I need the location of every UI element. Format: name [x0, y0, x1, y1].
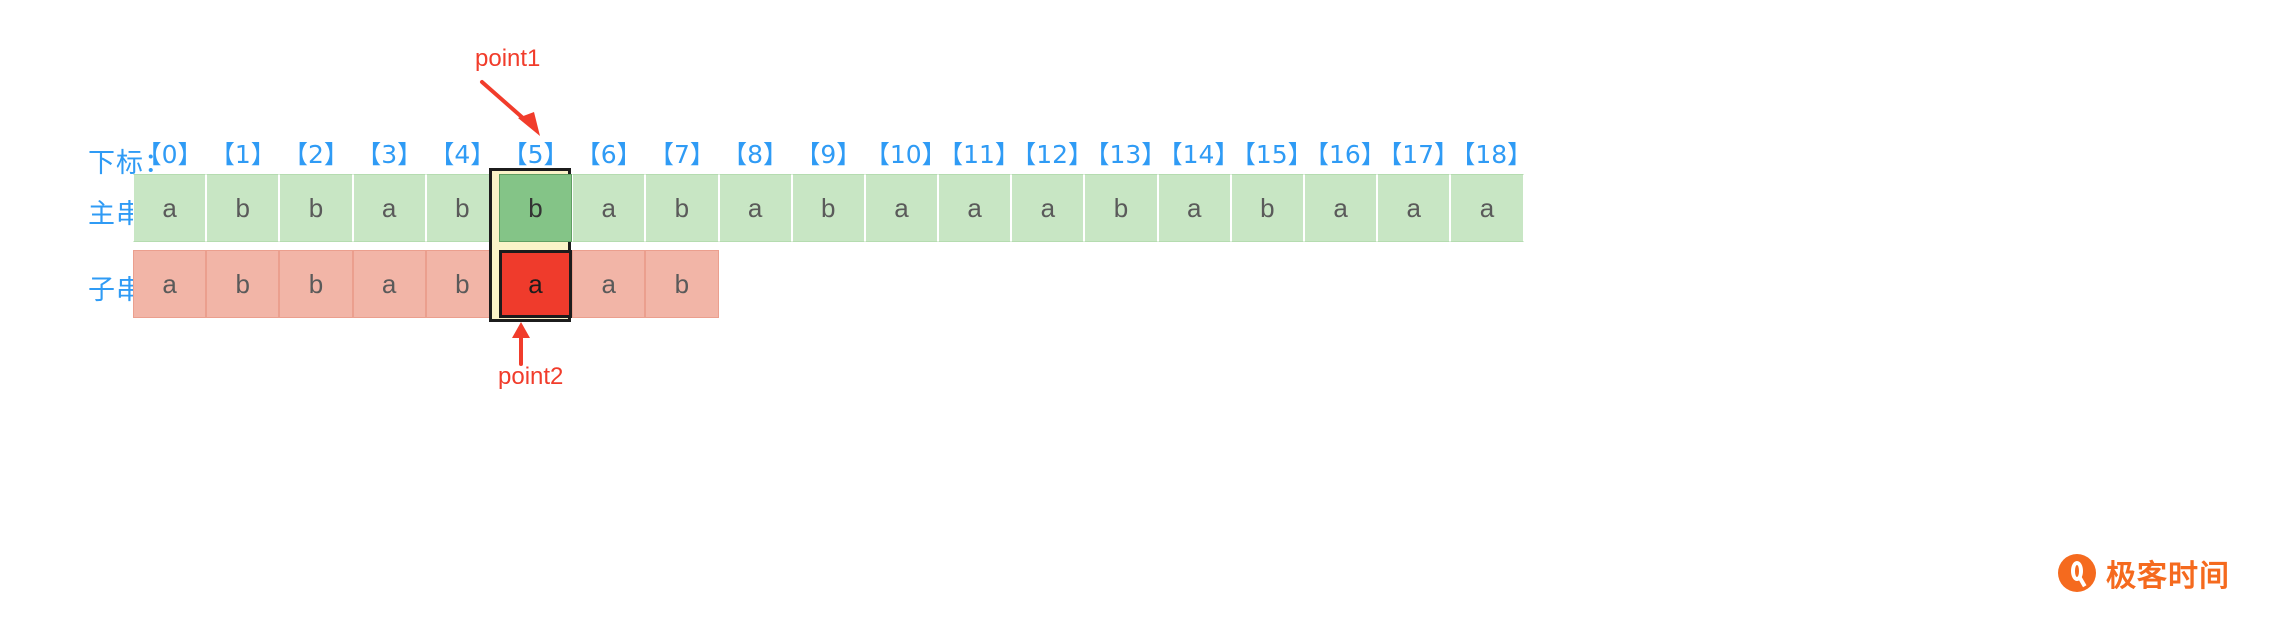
index-label-4: 【4】 [429, 140, 496, 169]
sub-cell-4[interactable]: b [425, 250, 499, 318]
main-cell-14[interactable]: a [1157, 174, 1231, 242]
watermark-text: 极客时间 [2106, 559, 2230, 594]
point2-label: point2 [498, 363, 564, 390]
main-cell-9[interactable]: b [791, 174, 865, 242]
index-label-2: 【2】 [283, 140, 349, 169]
watermark: 极客时间 [2058, 551, 2230, 595]
index-label-14: 【14】 [1157, 140, 1240, 169]
main-cell-11[interactable]: a [938, 174, 1012, 242]
main-cell-6[interactable]: a [572, 174, 646, 242]
index-row-label: 下标： [88, 148, 172, 179]
main-cell-2[interactable]: b [279, 174, 353, 242]
index-label-13: 【13】 [1084, 140, 1167, 169]
sub-cell-5[interactable]: a [498, 250, 573, 318]
main-cell-10[interactable]: a [864, 174, 939, 242]
index-label-11: 【11】 [938, 140, 1020, 169]
sub-cell-1[interactable]: b [206, 250, 280, 318]
main-cell-3[interactable]: a [352, 174, 426, 242]
index-label-7: 【7】 [648, 140, 715, 169]
point1-label: point1 [475, 45, 541, 72]
main-cell-4[interactable]: b [425, 174, 499, 242]
index-label-16: 【16】 [1304, 140, 1386, 169]
sub-cell-6[interactable]: a [572, 250, 646, 318]
index-label-1: 【1】 [209, 140, 276, 169]
index-label-3: 【3】 [356, 140, 423, 169]
main-cell-18[interactable]: a [1450, 174, 1524, 242]
main-cell-15[interactable]: b [1230, 174, 1304, 242]
index-label-10: 【10】 [864, 140, 947, 169]
index-row: 【0】【1】【2】【3】【4】【5】【6】【7】【8】【9】【10】【11】【1… [133, 140, 1533, 170]
index-label-9: 【9】 [795, 140, 862, 169]
main-cell-12[interactable]: a [1011, 174, 1085, 242]
main-cell-0[interactable]: a [133, 174, 207, 242]
main-cell-8[interactable]: a [718, 174, 792, 242]
index-label-15: 【15】 [1230, 140, 1313, 169]
index-label-18: 【18】 [1450, 140, 1533, 169]
sub-cell-2[interactable]: b [279, 250, 353, 318]
index-label-17: 【17】 [1377, 140, 1459, 169]
sub-cell-3[interactable]: a [352, 250, 426, 318]
main-cell-5[interactable]: b [498, 174, 573, 242]
index-label-12: 【12】 [1011, 140, 1094, 169]
main-cell-17[interactable]: a [1377, 174, 1451, 242]
index-label-8: 【8】 [722, 140, 789, 169]
geek-logo-icon [2058, 554, 2096, 592]
main-cell-1[interactable]: b [206, 174, 280, 242]
sub-cell-0[interactable]: a [133, 250, 207, 318]
main-cell-16[interactable]: a [1304, 174, 1378, 242]
main-cell-7[interactable]: b [645, 174, 719, 242]
point1-arrow-icon [480, 80, 540, 136]
index-label-0: 【0】 [136, 140, 203, 169]
index-label-6: 【6】 [575, 140, 642, 169]
index-label-5: 【5】 [502, 140, 569, 169]
sub-cell-7[interactable]: b [645, 250, 719, 318]
point2-arrow-icon [512, 322, 530, 366]
main-cell-13[interactable]: b [1084, 174, 1158, 242]
